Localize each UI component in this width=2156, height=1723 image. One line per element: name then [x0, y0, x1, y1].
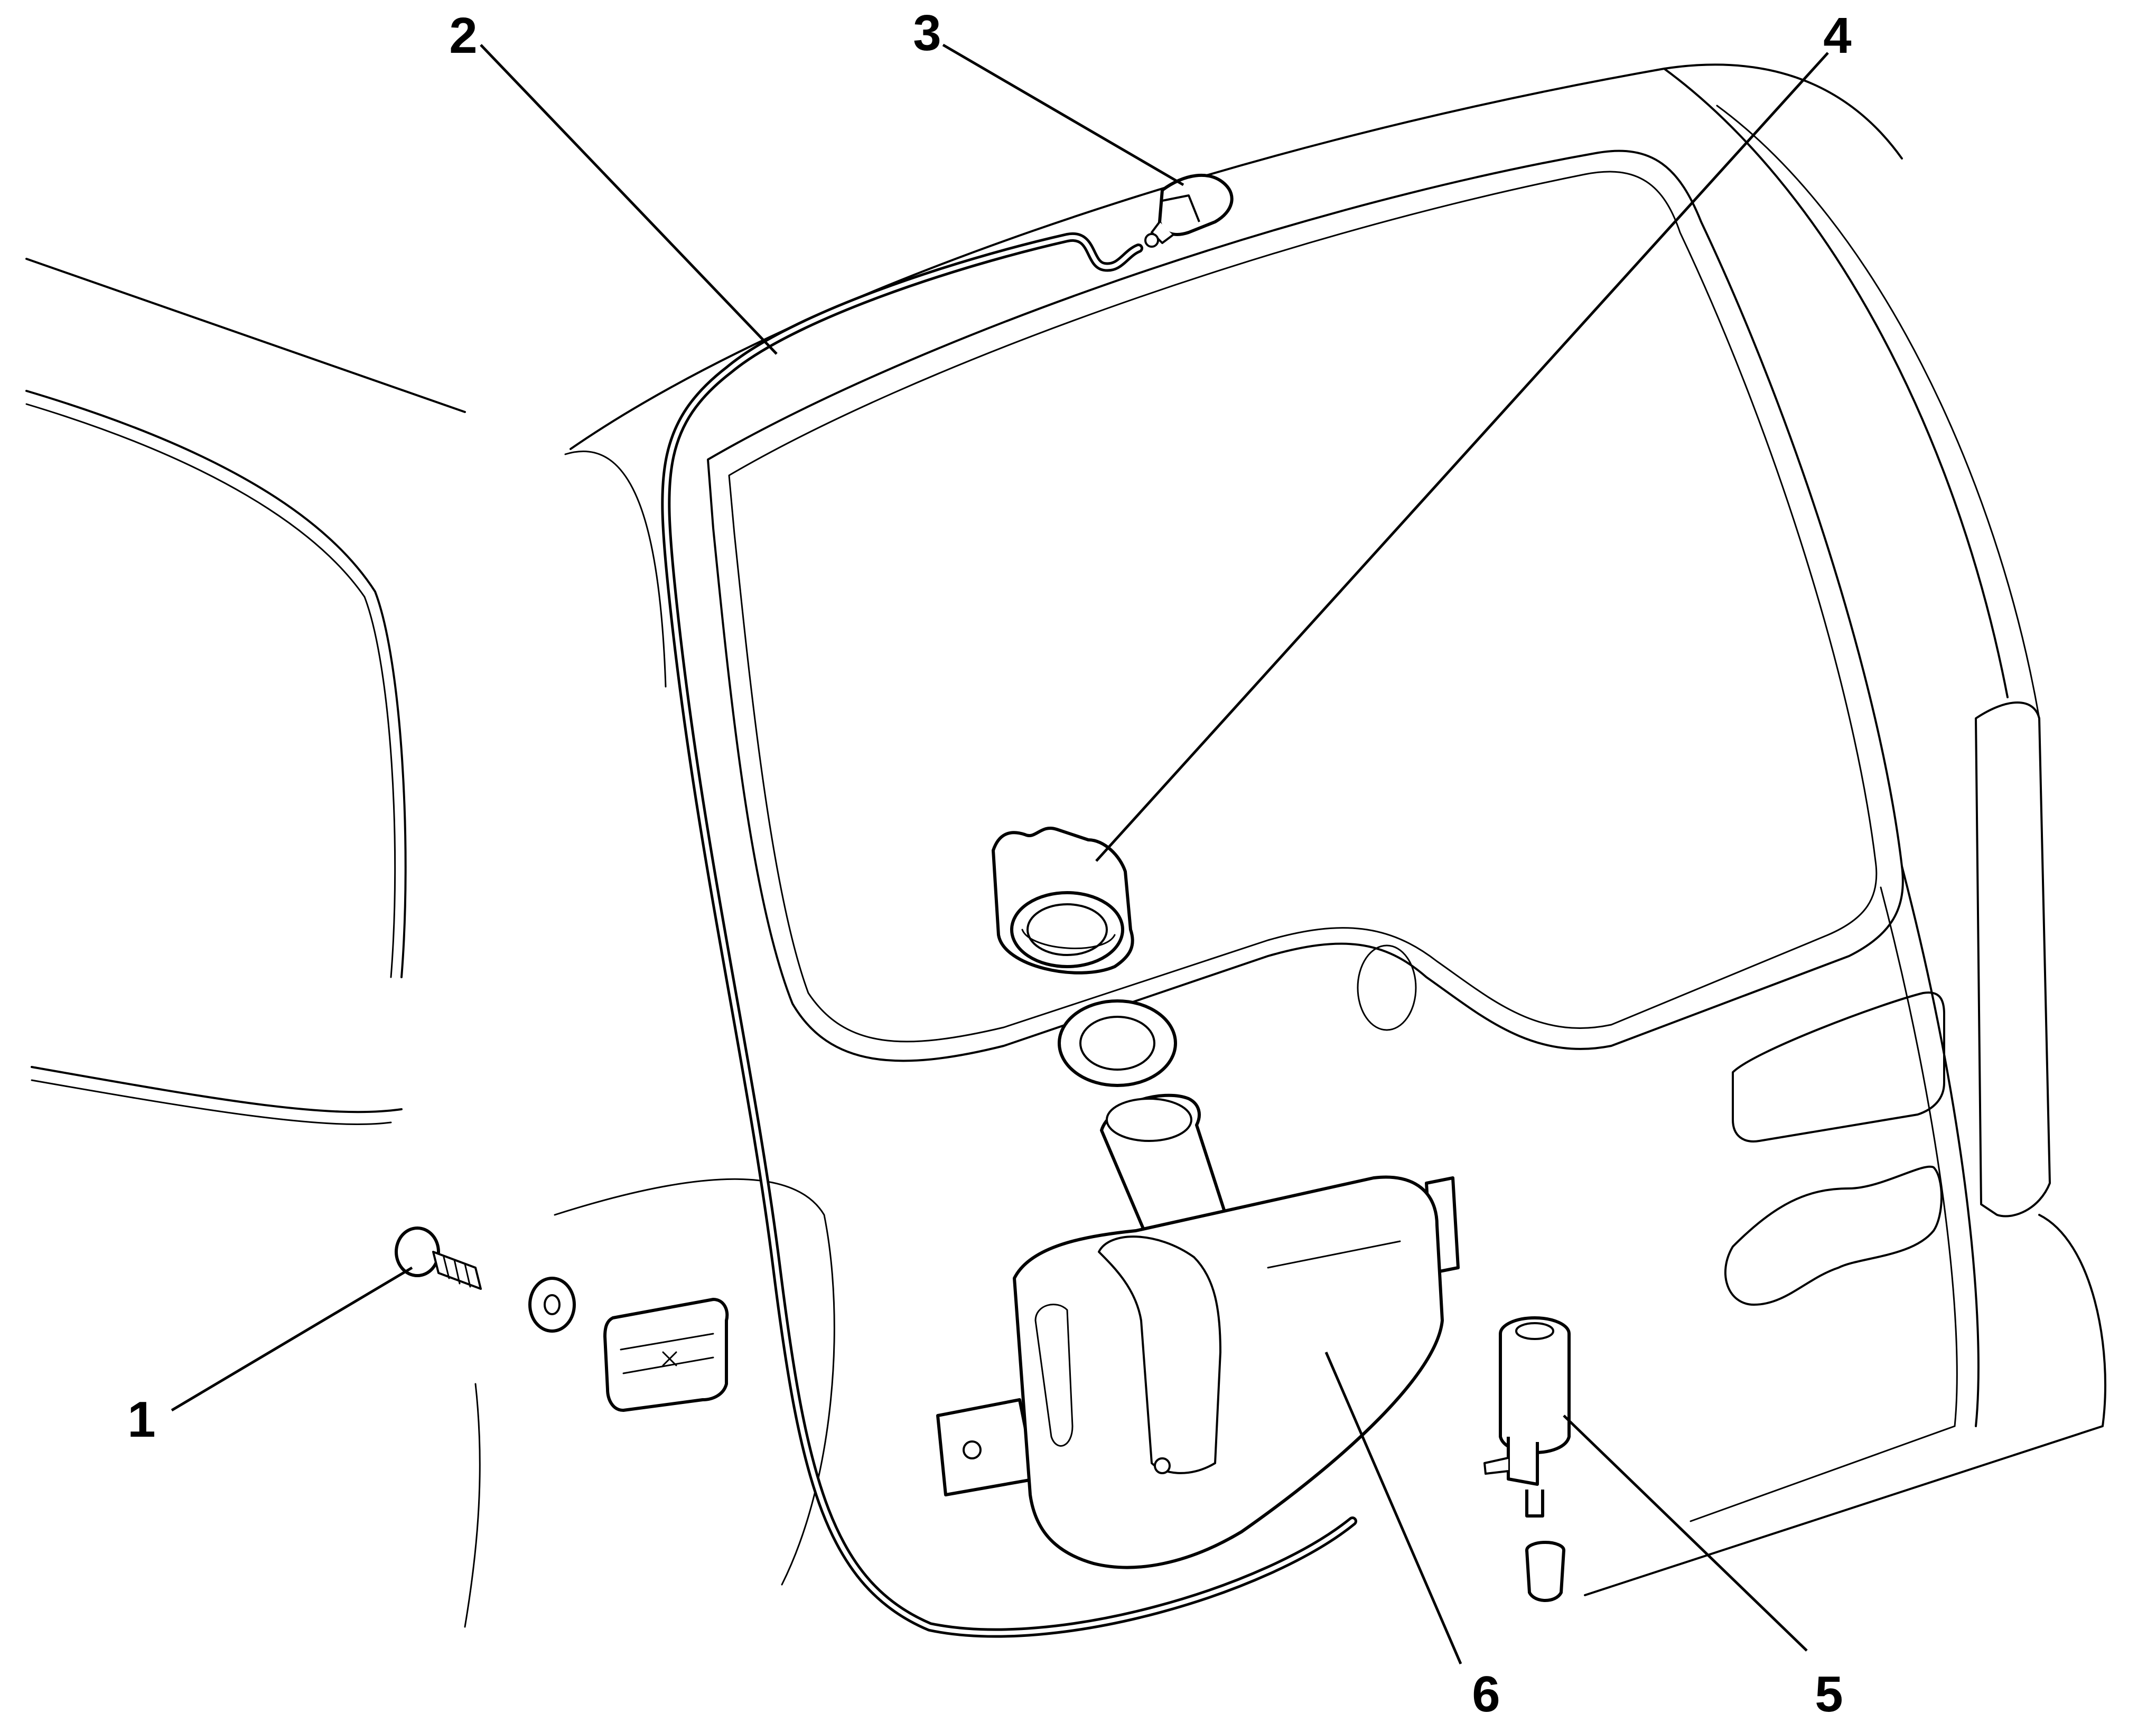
callout-5: 5 [1815, 1666, 1843, 1722]
leader-3 [942, 43, 1184, 186]
leader-6 [1324, 1352, 1462, 1664]
leader-5 [1563, 1415, 1808, 1652]
filler-cap [992, 827, 1134, 975]
callout-2: 2 [449, 7, 477, 64]
washer-hose [661, 232, 1357, 1638]
callout-3: 3 [913, 5, 941, 61]
callout-4: 4 [1823, 7, 1851, 64]
filler-seal [1058, 999, 1177, 1087]
leader-2 [480, 44, 778, 355]
leader-4 [1095, 52, 1829, 862]
washer-pump [1483, 1316, 1571, 1602]
screw-clip-assembly [395, 1226, 729, 1412]
callout-6: 6 [1472, 1666, 1500, 1722]
washer-nozzle [1144, 173, 1234, 248]
leader-1 [171, 1266, 413, 1412]
callout-1: 1 [127, 1391, 155, 1448]
leader-lines [171, 43, 1829, 1664]
washer-reservoir [936, 1093, 1460, 1569]
vehicle-body-outline [25, 63, 2106, 1628]
callout-labels: 1 2 3 4 5 6 [127, 5, 1851, 1722]
